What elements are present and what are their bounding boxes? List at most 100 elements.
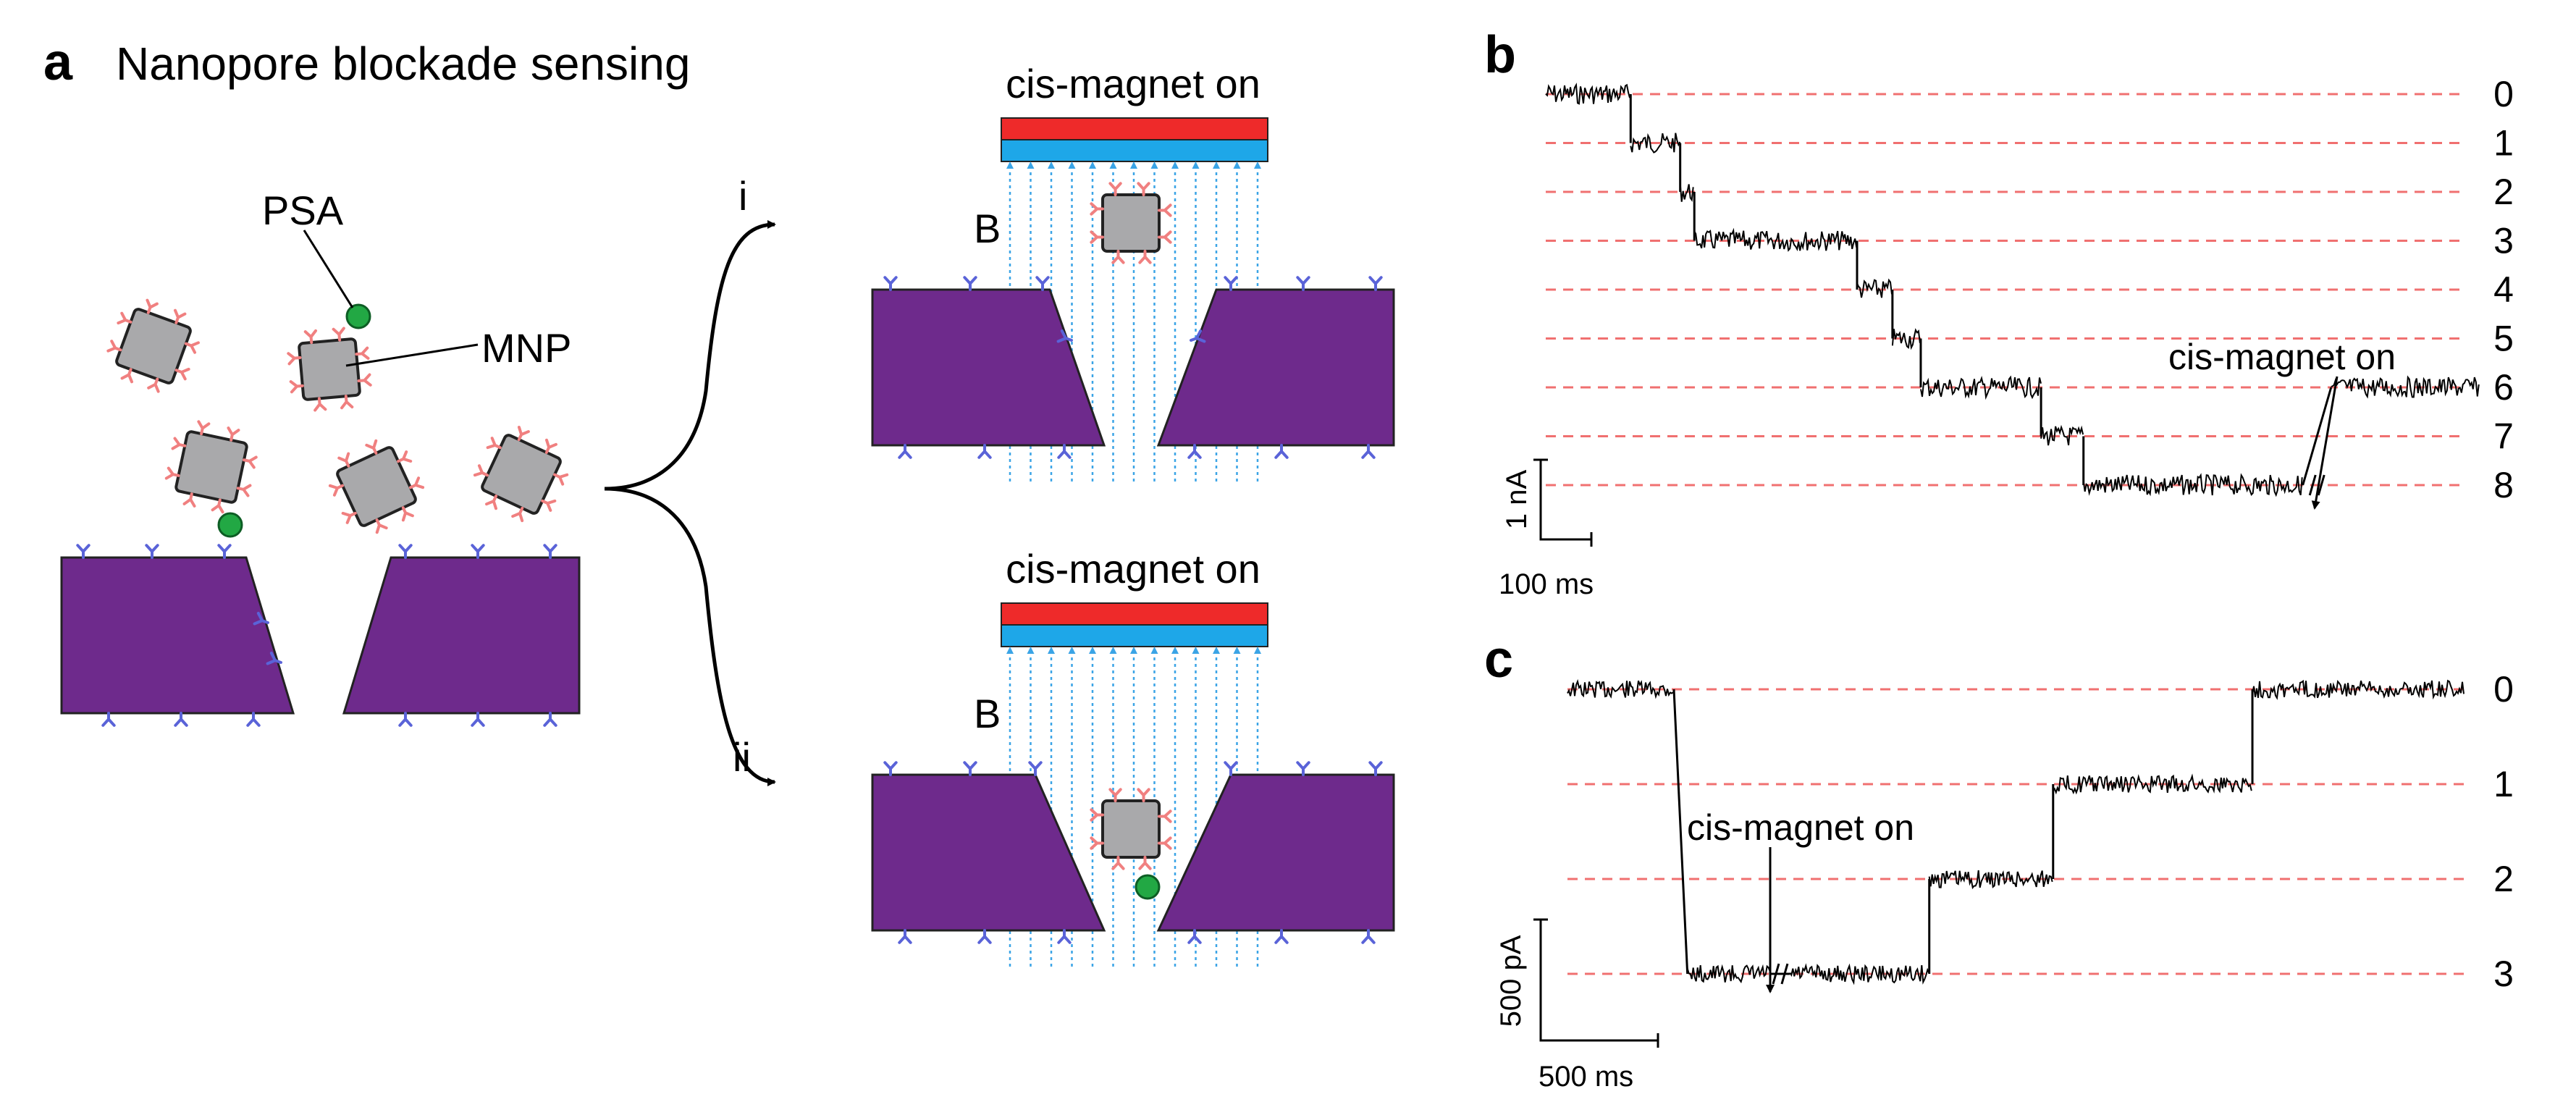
antibody-icon — [1361, 929, 1376, 944]
antibody-icon — [365, 439, 378, 455]
antibody-icon — [106, 340, 122, 353]
antibody-icon — [1138, 250, 1152, 264]
panel-a: a Nanopore blockade sensing PSA MNP i ii… — [43, 33, 1395, 967]
level-label: 0 — [2493, 74, 2514, 114]
antibody-icon — [1111, 856, 1125, 870]
antibody-icon — [485, 495, 498, 510]
scenario-i: cis-magnet on B — [871, 61, 1395, 481]
antibody-icon — [1111, 250, 1125, 264]
antibody-icon — [1137, 788, 1150, 802]
antibody-icon — [76, 544, 91, 559]
membrane-left-block-right — [342, 556, 581, 715]
antibody-icon — [517, 426, 530, 442]
antibody-icon — [120, 368, 134, 384]
trace-segment — [1789, 963, 1930, 985]
antibody-icon — [883, 761, 898, 776]
antibody-icon — [473, 464, 489, 477]
antibody-icon — [1090, 230, 1104, 244]
antibody-icon — [184, 341, 200, 354]
antibody-icon — [1274, 929, 1289, 944]
antibody-icon — [1190, 329, 1206, 343]
antibody-icon — [1090, 202, 1104, 216]
antibody-icon — [197, 420, 211, 436]
mnp-captured-top — [1090, 182, 1172, 264]
antibody-icon — [1361, 444, 1376, 459]
magnet-red-bottom — [1001, 602, 1268, 626]
antibody-icon — [963, 761, 977, 776]
panel-b-scale-x-label: 100 ms — [1499, 568, 1594, 600]
membrane-top-antibodies — [883, 276, 1383, 459]
trace-segment — [1693, 227, 1858, 252]
antibody-icon — [398, 712, 413, 727]
antibody-icon — [471, 712, 485, 727]
membrane-bottom-antibodies — [883, 761, 1383, 944]
magnet-blue-top — [1001, 139, 1268, 162]
membrane-left-block-left — [60, 556, 295, 715]
trace-break-mark — [2308, 474, 2325, 496]
antibody-icon — [1296, 276, 1310, 291]
antibody-icon — [398, 544, 413, 559]
membrane-left-antibodies — [76, 544, 557, 727]
antibody-icon — [1368, 761, 1383, 776]
antibody-icon — [977, 444, 992, 459]
level-label: 4 — [2493, 269, 2514, 310]
antibody-icon — [401, 506, 414, 522]
mnp-particle-top — [1090, 182, 1172, 264]
panel-a-letter: a — [43, 33, 73, 91]
antibody-icon — [1108, 182, 1122, 196]
antibody-icon — [1137, 182, 1150, 196]
psa-label: PSA — [262, 188, 344, 233]
level-label: 1 — [2493, 123, 2514, 164]
antibody-icon — [171, 437, 187, 450]
panel-a-title: Nanopore blockade sensing — [116, 38, 690, 90]
antibody-icon — [101, 712, 116, 727]
antibody-icon — [117, 311, 132, 325]
scenario-ii: cis-magnet on B — [871, 546, 1395, 967]
magnet-blue-bottom — [1001, 624, 1268, 647]
magnet-red-top — [1001, 117, 1268, 140]
mnp-core — [174, 430, 248, 504]
trace-segment — [1679, 183, 1694, 202]
antibody-icon — [355, 346, 370, 360]
panel-b-annotation: cis-magnet on — [2168, 337, 2396, 377]
antibody-icon — [211, 498, 224, 514]
mnp-core — [298, 337, 361, 401]
antibody-icon — [337, 452, 350, 468]
panel-b-annotation-arrow — [2311, 376, 2339, 510]
membrane-bottom-right — [1156, 773, 1395, 932]
antibody-icon — [1224, 276, 1238, 291]
trace-break-mark — [1772, 963, 1789, 985]
level-label: 6 — [2493, 367, 2514, 408]
antibody-icon — [1158, 203, 1172, 217]
antibody-icon — [145, 544, 159, 559]
antibody-icon — [341, 511, 357, 524]
panel-b-trace — [1545, 83, 2480, 497]
trace-segment — [2082, 473, 2303, 497]
antibody-icon — [898, 444, 912, 459]
antibody-icon — [1057, 929, 1072, 944]
antibody-icon — [375, 518, 388, 534]
antibody-icon — [408, 476, 425, 489]
trace-segment — [2331, 375, 2480, 399]
antibody-icon — [397, 450, 413, 463]
antibody-icon — [898, 929, 912, 944]
antibody-icon — [182, 492, 196, 508]
level-label: 2 — [2493, 859, 2514, 899]
trace-segment — [1545, 83, 1630, 105]
level-label: 3 — [2493, 954, 2514, 994]
mnp-particle — [473, 426, 569, 523]
antibody-icon — [1187, 444, 1202, 459]
mnp-particle — [106, 298, 200, 393]
antibody-icon — [328, 484, 345, 497]
antibody-icon — [1035, 276, 1050, 291]
antibody-icon — [1158, 230, 1172, 244]
trace-segment — [1856, 278, 1893, 298]
antibody-icon — [289, 380, 304, 394]
trace-transition — [1672, 689, 1689, 975]
antibody-icon — [174, 712, 188, 727]
antibody-icon — [147, 377, 160, 393]
mnp-label: MNP — [481, 325, 571, 371]
